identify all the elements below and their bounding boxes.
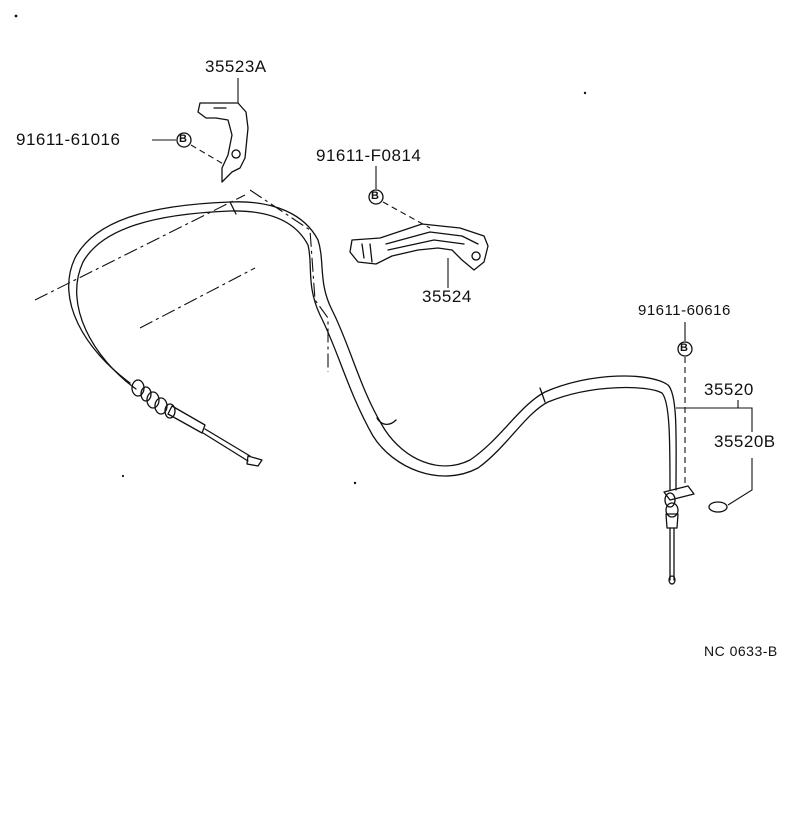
guide-dash-bolt-mid xyxy=(382,201,431,229)
cable-sleeve-top xyxy=(229,201,237,215)
bolt-letter-1: B xyxy=(179,133,187,145)
label-91611-f0814: 91611-F0814 xyxy=(316,146,422,165)
label-91611-60616: 91611-60616 xyxy=(638,302,731,319)
guide-dashdot-center xyxy=(249,189,329,372)
label-35523a: 35523A xyxy=(205,57,267,76)
cable-sleeve-right xyxy=(539,387,546,403)
bracket-35523a xyxy=(197,102,249,183)
right-cable-end xyxy=(663,485,695,585)
bolt-marker-91611-60616 xyxy=(677,341,693,357)
label-91611-61016: 91611-61016 xyxy=(16,130,121,149)
drawing-code: NC 0633-B xyxy=(704,643,778,659)
bracket-35524 xyxy=(349,223,489,271)
cable-sleeve-mid xyxy=(376,417,397,425)
left-cable-end xyxy=(131,379,263,467)
guide-dashdot-upper xyxy=(34,194,246,301)
leader-35520b xyxy=(727,458,753,506)
guide-dashdot-lower xyxy=(139,267,256,329)
bolt-marker-91611-61016 xyxy=(176,132,192,148)
bolt-letter-3: B xyxy=(680,342,688,354)
label-35520b: 35520B xyxy=(714,432,776,451)
label-35520: 35520 xyxy=(704,380,754,399)
bolt-letter-2: B xyxy=(371,190,379,202)
cable-main-inner xyxy=(76,210,671,491)
guide-dash-bolt-left xyxy=(190,144,226,166)
leader-35520 xyxy=(676,407,753,432)
bolt-marker-91611-f0814 xyxy=(368,189,384,205)
grommet-35520b xyxy=(708,501,728,513)
cable-main-outer xyxy=(68,201,677,491)
label-35524: 35524 xyxy=(422,287,472,306)
